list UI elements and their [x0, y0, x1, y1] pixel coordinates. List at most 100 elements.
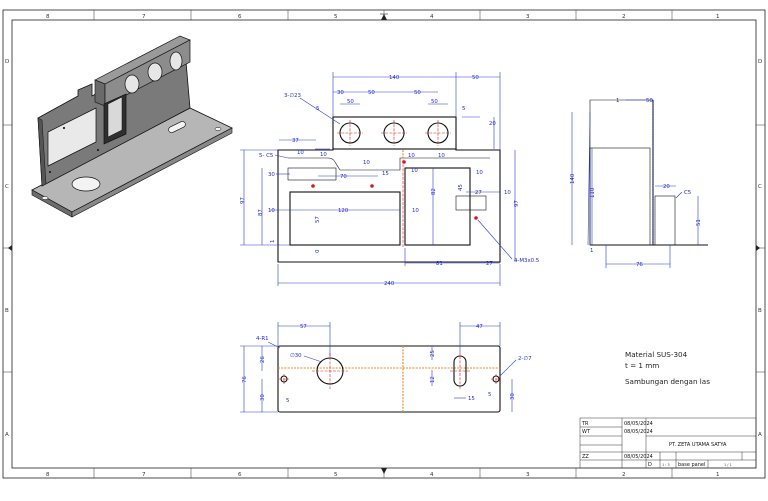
dim-label: 140	[389, 75, 400, 81]
dim-label: 70	[340, 174, 347, 180]
tb-initials: ZZ	[582, 454, 589, 460]
dim-label: 50	[414, 90, 421, 96]
tb-sheet: 1 / 1	[724, 463, 732, 467]
dim-label: 5	[286, 398, 289, 404]
zone-labels-side: D C B A D C B A	[5, 59, 762, 438]
dim-label: 26	[260, 356, 266, 363]
zone-label: 6	[238, 472, 242, 478]
zone-label: 8	[46, 14, 50, 20]
dim-label: 10	[476, 170, 483, 176]
dim-label: 76	[242, 376, 248, 383]
dim-label: 45	[458, 184, 464, 191]
dim-label: 10	[297, 150, 304, 156]
side-view-dimensions: 50 1 140 110 20 C5 51 76 1	[570, 98, 702, 268]
dim-label: 10	[411, 168, 418, 174]
tb-company: PT. ZETA UTAMA SATYA	[669, 442, 727, 448]
centering-marks	[8, 13, 760, 474]
zone-label: 2	[622, 14, 626, 20]
dim-label: 5	[316, 106, 319, 112]
zone-label: 4	[430, 472, 434, 478]
dim-label: 12	[430, 376, 436, 383]
dim-label: 25	[430, 350, 436, 357]
zone-labels-bottom: 8 7 6 5 4 3 2 1	[46, 472, 720, 478]
dim-label: 10	[408, 153, 415, 159]
front-view-dimensions: 140 50 30 50 50 50 50 3-∅23 5 5 20 5- C5…	[240, 72, 539, 287]
dim-label: 57	[315, 216, 321, 223]
dim-label: 5	[462, 106, 465, 112]
joint-note: Sambungan dengan las	[625, 377, 710, 386]
dim-label: 50	[347, 99, 354, 105]
dim-label: 2-∅7	[518, 356, 532, 362]
dim-label: 10	[320, 152, 327, 158]
dim-label: 50	[368, 90, 375, 96]
dim-label: 27	[475, 190, 482, 196]
zone-label: D	[758, 59, 762, 65]
thickness-note: t = 1 mm	[625, 361, 659, 370]
tb-date: 08/05/2024	[624, 429, 653, 435]
dim-label: 37	[292, 138, 299, 144]
bottom-view	[277, 345, 501, 413]
dim-label: 97	[240, 197, 246, 204]
dim-label: 10	[363, 160, 370, 166]
dim-label: 51	[696, 219, 702, 226]
tb-size: D	[648, 462, 652, 468]
dim-label: 30	[260, 394, 266, 401]
zone-label: 5	[334, 14, 338, 20]
dim-label: 10	[412, 208, 419, 214]
dim-label: 15	[382, 171, 389, 177]
zone-label: B	[758, 308, 762, 314]
zone-label: 6	[238, 14, 242, 20]
zone-label: D	[5, 59, 9, 65]
tb-date: 08/05/2024	[624, 454, 653, 460]
dim-label: 57	[300, 324, 307, 330]
tb-initials: WT	[582, 429, 591, 435]
zone-label: 8	[46, 472, 50, 478]
dim-label: 240	[384, 281, 395, 287]
dim-label: 1	[616, 98, 619, 104]
zone-label: A	[5, 432, 9, 438]
dim-label: 10	[504, 190, 511, 196]
dim-label: 10	[268, 208, 275, 214]
dim-label: 81	[436, 261, 443, 267]
dim-label: 110	[590, 187, 596, 198]
dim-label: 5- C5	[259, 153, 273, 159]
dim-label: 50	[646, 98, 653, 104]
dim-label: 1	[270, 240, 276, 243]
tb-scale: 1 : 3	[662, 463, 670, 467]
dim-label: 20	[663, 184, 670, 190]
dim-label: ∅30	[290, 353, 302, 359]
zone-label: C	[758, 184, 762, 190]
dim-label: 1	[590, 248, 593, 254]
material-note: Material SUS-304	[625, 350, 688, 359]
dim-label: 87	[258, 209, 264, 216]
tb-initials: TR	[581, 421, 589, 427]
dim-label: 140	[570, 173, 576, 184]
dim-label: 47	[476, 324, 483, 330]
side-view	[587, 99, 708, 246]
bottom-view-dimensions: 4-R1 57 47 ∅30 2-∅7 76 26 30 5 25 12 15 …	[240, 322, 532, 413]
dim-label: 4-M3x0.5	[514, 258, 539, 264]
dim-label: 0	[315, 249, 321, 253]
title-block: TR 08/05/2024 WT 08/05/2024 ZZ 08/05/202…	[579, 417, 757, 469]
dim-label: 50	[431, 99, 438, 105]
dim-label: 3-∅23	[284, 93, 301, 99]
dim-label: 50	[472, 75, 479, 81]
front-view	[277, 116, 501, 263]
zone-labels-top: 8 7 6 5 4 3 2 1	[46, 14, 720, 20]
drawing-notes: Material SUS-304 t = 1 mm Sambungan deng…	[625, 350, 710, 386]
zone-label: 3	[526, 472, 530, 478]
dim-label: 30	[268, 172, 275, 178]
isometric-view	[31, 35, 233, 218]
dim-label: 15	[468, 396, 475, 402]
zone-label: 7	[142, 14, 146, 20]
dim-label: 20	[489, 121, 496, 127]
tb-title: base panel	[678, 462, 705, 468]
zone-label: 1	[716, 14, 720, 20]
zone-label: 1	[716, 472, 720, 478]
dim-label: 97	[514, 200, 520, 207]
dim-label: 30	[510, 393, 516, 400]
zone-label: 3	[526, 14, 530, 20]
zone-label: C	[5, 184, 9, 190]
